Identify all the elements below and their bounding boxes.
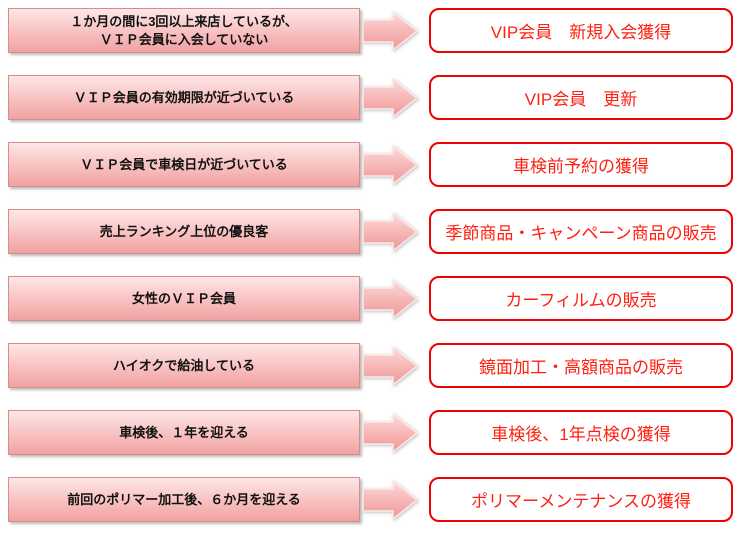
condition-box: 車検後、１年を迎える	[8, 410, 360, 455]
diagram-row: ＶＩＰ会員の有効期限が近づいている VIP会員 更新	[8, 75, 740, 120]
condition-box: 女性のＶＩＰ会員	[8, 276, 360, 321]
condition-box: ハイオクで給油している	[8, 343, 360, 388]
action-box: 季節商品・キャンペーン商品の販売	[429, 209, 733, 254]
diagram-rows: １か月の間に3回以上来店しているが、 ＶＩＰ会員に入会していない VIP会員 新…	[8, 8, 740, 522]
condition-box: 売上ランキング上位の優良客	[8, 209, 360, 254]
diagram-row: 前回のポリマー加工後、６か月を迎える ポリマーメンテナンスの獲得	[8, 477, 740, 522]
diagram-row: 女性のＶＩＰ会員 カーフィルムの販売	[8, 276, 740, 321]
arrow-right-icon	[362, 211, 418, 252]
action-box: 鏡面加工・高額商品の販売	[429, 343, 733, 388]
arrow-right-icon	[362, 479, 418, 520]
arrow-right-icon	[362, 10, 418, 51]
action-box: VIP会員 新規入会獲得	[429, 8, 733, 53]
arrow-right-icon	[362, 144, 418, 185]
diagram-row: ＶＩＰ会員で車検日が近づいている 車検前予約の獲得	[8, 142, 740, 187]
arrow-right-icon	[362, 345, 418, 386]
action-box: 車検前予約の獲得	[429, 142, 733, 187]
action-box: ポリマーメンテナンスの獲得	[429, 477, 733, 522]
condition-box: ＶＩＰ会員の有効期限が近づいている	[8, 75, 360, 120]
arrow-right-icon	[362, 412, 418, 453]
condition-box: ＶＩＰ会員で車検日が近づいている	[8, 142, 360, 187]
diagram-row: 車検後、１年を迎える 車検後、1年点検の獲得	[8, 410, 740, 455]
arrow-right-icon	[362, 77, 418, 118]
action-box: 車検後、1年点検の獲得	[429, 410, 733, 455]
diagram-row: ハイオクで給油している 鏡面加工・高額商品の販売	[8, 343, 740, 388]
arrow-right-icon	[362, 278, 418, 319]
condition-box: １か月の間に3回以上来店しているが、 ＶＩＰ会員に入会していない	[8, 8, 360, 53]
condition-box: 前回のポリマー加工後、６か月を迎える	[8, 477, 360, 522]
diagram-row: 売上ランキング上位の優良客 季節商品・キャンペーン商品の販売	[8, 209, 740, 254]
action-box: カーフィルムの販売	[429, 276, 733, 321]
action-box: VIP会員 更新	[429, 75, 733, 120]
diagram-row: １か月の間に3回以上来店しているが、 ＶＩＰ会員に入会していない VIP会員 新…	[8, 8, 740, 53]
